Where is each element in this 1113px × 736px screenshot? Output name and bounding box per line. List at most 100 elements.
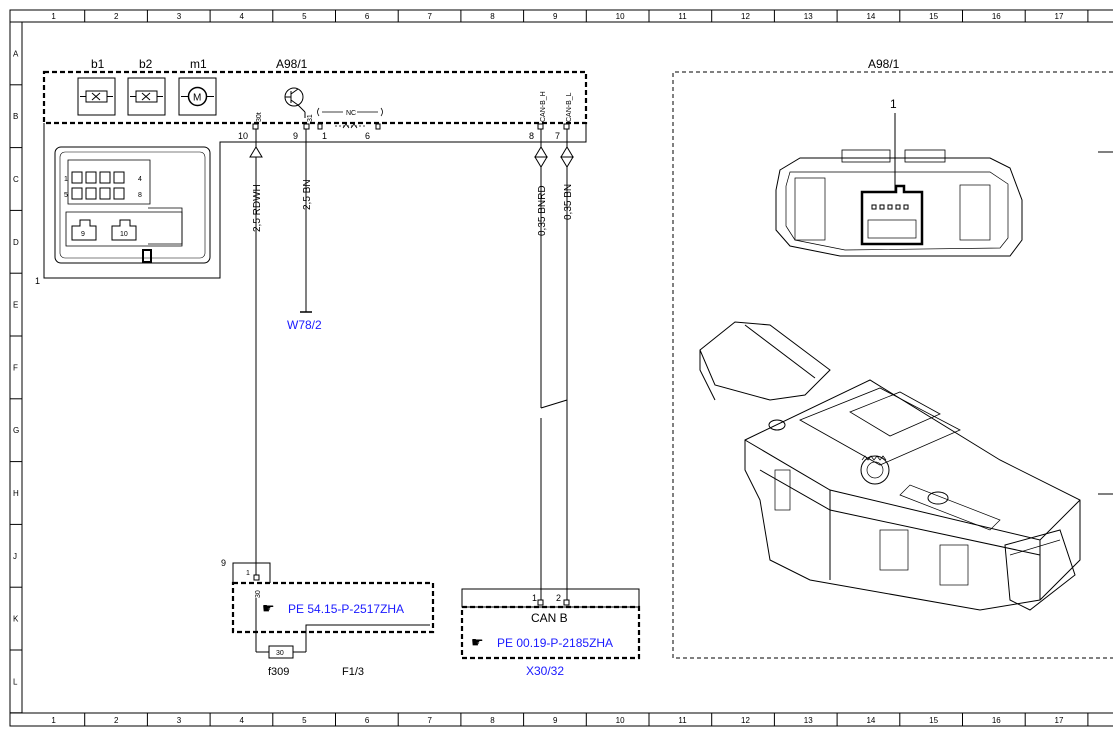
grid-row-label: G [13, 426, 19, 435]
connector-top-view [775, 149, 1023, 257]
wire-label-bnrd: 0,35 BNRD [537, 185, 548, 236]
component-b1-label: b1 [91, 57, 105, 71]
nc-switch [317, 107, 383, 129]
grid-column-label: 3 [177, 12, 182, 21]
terminal-31-label: 31 [307, 114, 314, 122]
grid-row-label: B [13, 112, 18, 121]
grid-row-label: C [13, 175, 19, 184]
can-title: CAN B [531, 611, 568, 625]
motor-icon: M [178, 77, 217, 116]
connector-housing-sketch [43, 123, 587, 279]
grid-column-label: 14 [866, 12, 875, 21]
transistor-icon [284, 87, 306, 118]
actuator-isometric-view [699, 321, 1081, 611]
grid-row-label: H [13, 489, 19, 498]
pin-1-label: 1 [322, 131, 327, 141]
grid-column-label: 17 [1055, 12, 1064, 21]
grid-column-label: 7 [428, 716, 433, 725]
grid-column-label: 13 [804, 12, 813, 21]
grid-column-label: 4 [239, 716, 244, 725]
sheet-frame [9, 9, 1113, 727]
pointer-icon: ☛ [262, 600, 275, 616]
grid-column-label: 5 [302, 716, 307, 725]
grid-column-label: 10 [616, 12, 625, 21]
grid-column-label: 3 [177, 716, 182, 725]
svg-text:M: M [193, 93, 201, 104]
grid-ticks [10, 10, 1089, 726]
can-ref-link[interactable]: PE 00.19-P-2185ZHA [497, 636, 613, 650]
fuse-dashed-box [231, 581, 435, 634]
fuse-value: 30 [276, 650, 284, 657]
module-a98-1: A98/1 b1 b2 m1 M [35, 57, 588, 286]
terminal-canl-label: CAN-B_L [566, 92, 573, 122]
nc-label: NC [346, 110, 356, 117]
grid-column-label: 16 [992, 716, 1001, 725]
connector-pin-9: 9 [81, 231, 85, 238]
grid-column-label: 2 [114, 716, 119, 725]
wire-label-rdwh: 2,5 RDWH [252, 184, 263, 232]
grid-row-label: E [13, 301, 18, 310]
module-title: A98/1 [276, 57, 308, 71]
grid-column-label: 4 [239, 12, 244, 21]
grid-row-label: A [13, 49, 19, 58]
grid-row-label: K [13, 615, 19, 624]
can-pin-1: 1 [532, 593, 537, 603]
connector-pin-4: 4 [138, 176, 142, 183]
connector-pin-10: 10 [120, 231, 128, 238]
grid-row-label: F [13, 363, 18, 372]
pin-8-label: 8 [529, 131, 534, 141]
grid-column-label: 1 [51, 12, 56, 21]
grid-column-label: 6 [365, 12, 370, 21]
grid-column-label: 15 [929, 12, 938, 21]
grid-row-label: L [13, 677, 18, 686]
pin-9-label: 9 [293, 131, 298, 141]
grid-column-label: 15 [929, 716, 938, 725]
fuse-terminal-30: 30 [255, 590, 262, 598]
terminal-canh-label: CAN-B_H [540, 91, 547, 122]
fuse-block-label: 9 [221, 558, 226, 568]
grid-column-label: 5 [302, 12, 307, 21]
module-dashed-box [42, 70, 588, 125]
pin-7-label: 7 [555, 131, 560, 141]
grid-column-label: 11 [678, 716, 687, 725]
grid-column-label: 13 [804, 716, 813, 725]
grid-column-label: 6 [365, 716, 370, 725]
fuse-name: f309 [268, 666, 289, 678]
wire-label-bn: 2,5 BN [302, 179, 313, 210]
grid-column-label: 2 [114, 12, 119, 21]
wire-arrows [249, 146, 574, 168]
grid-column-label: 8 [490, 716, 495, 725]
component-b2-label: b2 [139, 57, 153, 71]
connector-pin-1: 1 [64, 176, 68, 183]
illustration-callout: 1 [890, 97, 897, 111]
sensor-icon [127, 77, 166, 116]
grid-column-label: 17 [1055, 716, 1064, 725]
grid-column-label: 9 [553, 12, 558, 21]
fuse-pin-number: 1 [246, 570, 250, 577]
pin-6-label: 6 [365, 131, 370, 141]
grid-column-label: 8 [490, 12, 495, 21]
grid-column-label: 16 [992, 12, 1001, 21]
fuse-block: 9 1 30 ☛ PE 54.15-P-2517ZHA 30 f309 F1/3 [221, 558, 435, 678]
connector-callout: 1 [35, 276, 40, 286]
can-dashed-box [460, 605, 641, 660]
ground-link[interactable]: W78/2 [287, 318, 322, 332]
pin-terminals [252, 123, 570, 130]
can-connector-link[interactable]: X30/32 [526, 664, 564, 678]
grid-row-label: D [13, 238, 19, 247]
illustration-title: A98/1 [868, 57, 900, 71]
fuse-ref-link[interactable]: PE 54.15-P-2517ZHA [288, 602, 404, 616]
can-block: 1 2 CAN B ☛ PE 00.19-P-2185ZHA X30/32 [460, 588, 641, 678]
grid-column-label: 7 [428, 12, 433, 21]
wire-label-can-bn: 0,35 BN [563, 184, 574, 220]
wire-paths [255, 129, 568, 600]
grid-row-label: J [13, 552, 17, 561]
grid-column-label: 14 [866, 716, 875, 725]
pointer-icon: ☛ [471, 634, 484, 650]
can-pin-2: 2 [556, 593, 561, 603]
grid-column-label: 12 [741, 716, 750, 725]
fuse-location: F1/3 [342, 666, 364, 678]
component-illustration: A98/1 1 [672, 57, 1113, 659]
pin-10-label: 10 [238, 131, 248, 141]
